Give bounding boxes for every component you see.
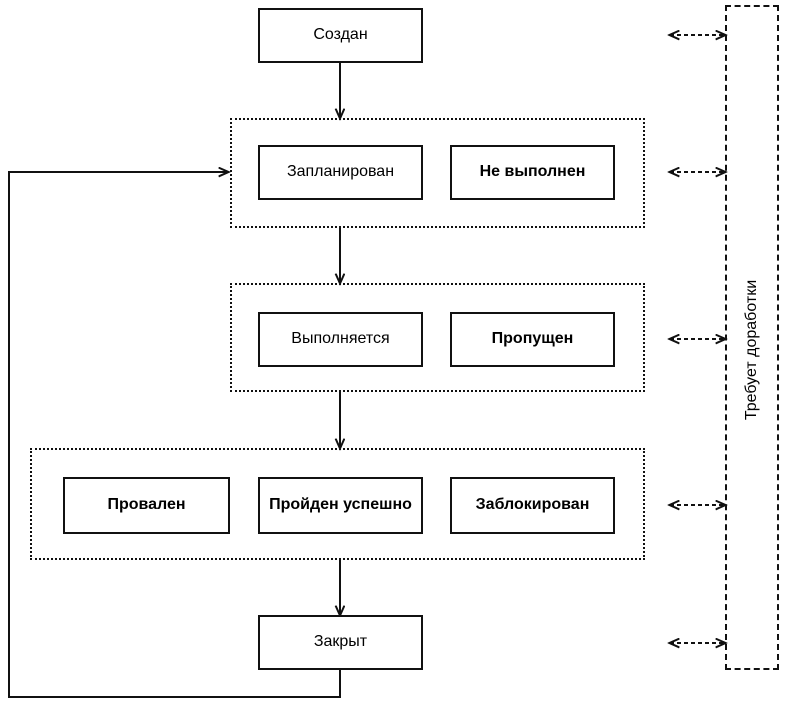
state-node-label: Пропущен bbox=[491, 330, 574, 348]
rework-label: Требует доработки bbox=[743, 279, 760, 421]
state-node-label: Пройден успешно bbox=[269, 496, 412, 514]
state-node-label: Закрыт bbox=[313, 633, 368, 651]
state-node-skipped[interactable]: Пропущен bbox=[450, 312, 615, 367]
state-node-planned[interactable]: Запланирован bbox=[258, 145, 423, 200]
state-node-label: Запланирован bbox=[286, 163, 395, 181]
state-node-label: Заблокирован bbox=[475, 496, 590, 514]
state-node-label: Провален bbox=[107, 496, 186, 514]
state-node-closed[interactable]: Закрыт bbox=[258, 615, 423, 670]
state-node-created[interactable]: Создан bbox=[258, 8, 423, 63]
state-node-label: Выполняется bbox=[291, 330, 390, 348]
state-node-not_done[interactable]: Не выполнен bbox=[450, 145, 615, 200]
state-node-blocked[interactable]: Заблокирован bbox=[450, 477, 615, 534]
state-node-label: Создан bbox=[313, 26, 368, 44]
rework-arrow-group bbox=[670, 35, 725, 643]
state-node-passed[interactable]: Пройден успешно bbox=[258, 477, 423, 534]
state-node-in_progress[interactable]: Выполняется bbox=[258, 312, 423, 367]
state-node-label: Не выполнен bbox=[479, 163, 586, 181]
state-node-failed[interactable]: Провален bbox=[63, 477, 230, 534]
